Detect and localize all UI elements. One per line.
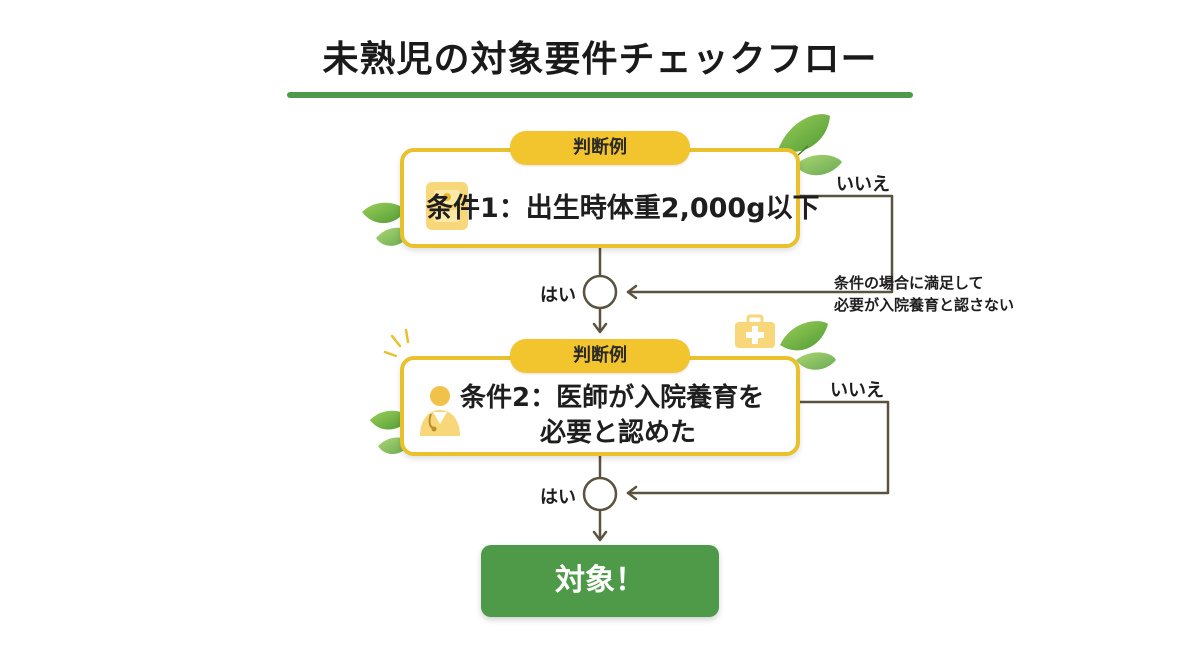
junction-circle <box>582 476 618 512</box>
page-title: 未熟児の対象要件チェックフロー <box>322 39 878 80</box>
condition-1-text: 条件1：出生時体重2,000g以下 <box>426 193 820 224</box>
leaf-icon <box>780 321 836 370</box>
baby-scale-icon <box>426 182 468 230</box>
condition-2-box: 条件2：医師が入院養育を 必要と認めた <box>400 356 800 456</box>
sparkle-icon <box>383 328 410 358</box>
condition-2-tag: 判断例 <box>510 339 690 373</box>
no-label-2: いいえ <box>830 380 884 401</box>
condition-2-text-line2: 必要と認めた <box>540 418 697 448</box>
no-path-note-line1: 条件の場合に満足して <box>834 274 984 292</box>
yes-label-2: はい <box>540 487 576 508</box>
result-text: 対象！ <box>555 563 645 598</box>
title-underline <box>287 92 913 98</box>
junction-circle <box>582 274 618 310</box>
medical-kit-icon <box>735 314 775 348</box>
condition-2-text-line1: 条件2：医師が入院養育を <box>460 383 765 413</box>
no-label-1: いいえ <box>836 174 890 195</box>
leaf-icon <box>778 114 842 176</box>
condition-1-tag: 判断例 <box>510 131 690 165</box>
doctor-icon <box>416 382 464 438</box>
condition-1-box: 条件1：出生時体重2,000g以下 <box>400 148 820 248</box>
result-box: 対象！ <box>481 545 719 617</box>
no-path-note-line2: 必要が入院養育と認さない <box>834 296 1015 314</box>
yes-label-1: はい <box>540 285 576 306</box>
